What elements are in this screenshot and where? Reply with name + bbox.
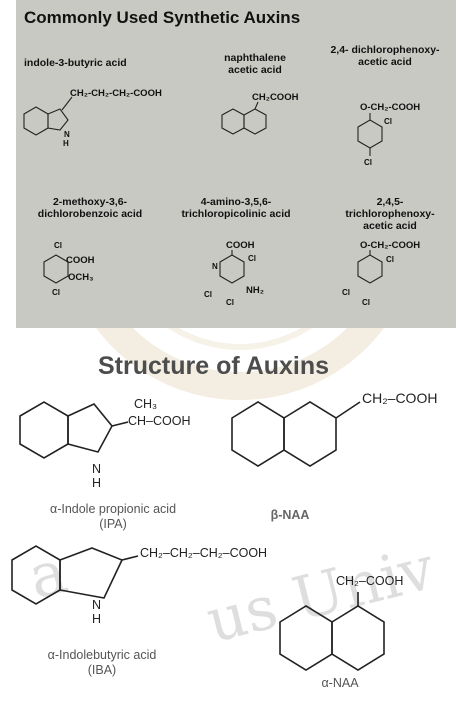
atom-label: N — [92, 462, 102, 476]
atom-label: Cl — [54, 241, 62, 250]
structure-caption: α-Indole propionic acid (IPA) — [49, 502, 177, 531]
compound-name: naphthalene acetic acid — [224, 52, 286, 76]
compound-name: 2,4- dichlorophenoxy- acetic acid — [330, 44, 440, 68]
atom-label: Cl — [248, 254, 256, 263]
naphthalene-ring — [221, 101, 267, 135]
benzene-ring — [357, 250, 383, 284]
structure-caption: α-Indolebutyric acid (IBA) — [47, 648, 157, 677]
compound-name: indole-3-butyric acid — [24, 57, 127, 69]
side-chain-label: CH–COOH — [128, 414, 191, 428]
indole-ring — [11, 545, 139, 605]
atom-label: Cl — [226, 298, 234, 307]
structure-caption: α-NAA — [321, 676, 359, 690]
compound-name: 2,4,5- trichlorophenoxy- acetic acid — [345, 196, 435, 232]
atom-label: Cl — [364, 158, 372, 167]
indole-ring — [23, 96, 73, 136]
structure-caption: β-NAA — [270, 508, 310, 522]
naphthalene-ring — [231, 401, 361, 467]
atom-label: Cl — [362, 298, 370, 307]
pyridine-ring — [219, 250, 245, 284]
synthetic-auxins-panel — [16, 0, 456, 328]
atom-label: H — [92, 612, 102, 626]
atom-label: NH₂ — [246, 285, 264, 296]
side-chain-label: COOH — [66, 255, 95, 266]
naphthalene-ring — [279, 592, 385, 671]
atom-label: Cl — [342, 288, 350, 297]
side-chain-label: O-CH₂-COOH — [360, 240, 421, 251]
compound-name: 2-methoxy-3,6- dichlorobenzoic acid — [37, 196, 143, 220]
atom-label: Cl — [386, 255, 394, 264]
atom-label: Cl — [52, 288, 60, 297]
panel-title: Commonly Used Synthetic Auxins — [24, 8, 301, 27]
compound-name: 4-amino-3,5,6- trichloropicolinic acid — [181, 196, 291, 220]
side-chain-label: CH₂–COOH — [336, 574, 404, 588]
atom-label: N — [212, 262, 218, 271]
atom-label: OCH₃ — [68, 272, 94, 283]
side-chain-label: CH₂-CH₂-CH₂-COOH — [70, 88, 162, 99]
atom-label: N — [64, 130, 70, 139]
atom-label: Cl — [204, 290, 212, 299]
side-chain-label: CH₂–CH₂–CH₂–COOH — [140, 546, 268, 560]
atom-label: H — [92, 476, 102, 490]
atom-label: H — [63, 139, 69, 148]
benzene-ring — [357, 113, 383, 156]
side-chain-label: O-CH₂-COOH — [360, 102, 421, 113]
indole-ring — [19, 401, 129, 459]
atom-label: Cl — [384, 117, 392, 126]
side-chain-label: CH₂–COOH — [362, 390, 438, 406]
section-title: Structure of Auxins — [98, 352, 330, 380]
side-chain-label: CH₂COOH — [252, 92, 299, 103]
methyl-group-label: CH₃ — [134, 397, 158, 411]
side-chain-label: COOH — [226, 240, 255, 251]
benzene-ring — [43, 254, 69, 284]
atom-label: N — [92, 598, 102, 612]
